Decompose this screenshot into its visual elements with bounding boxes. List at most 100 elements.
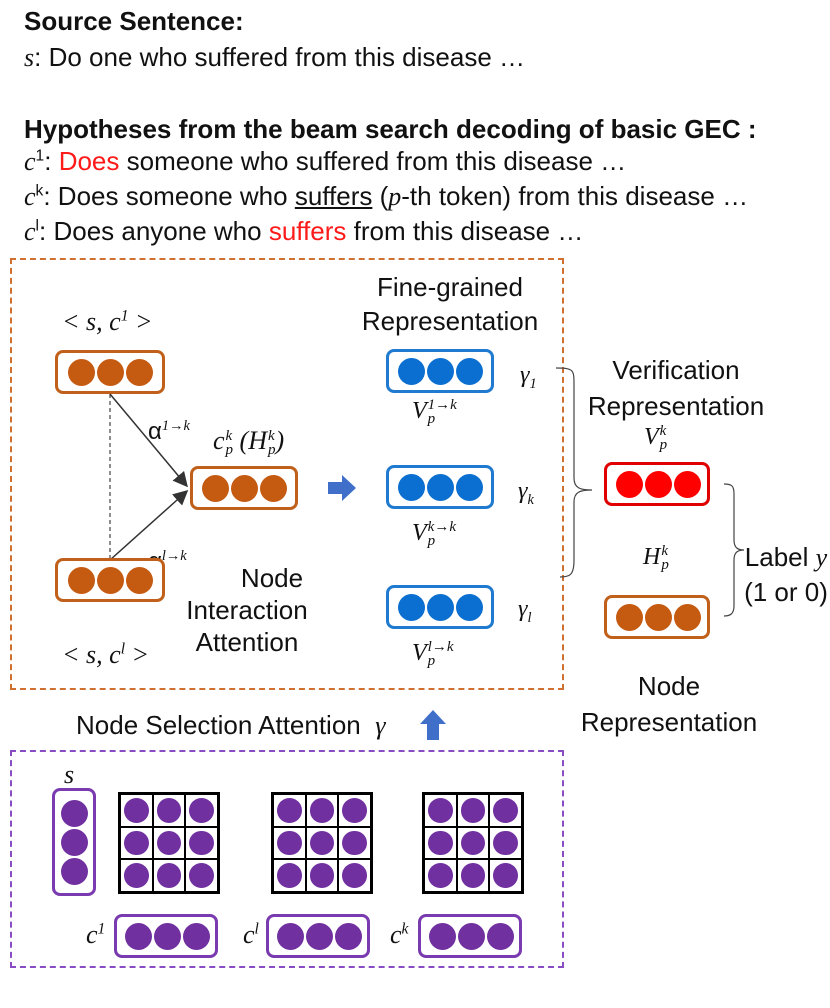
v1k-v: V <box>412 398 427 424</box>
pair-top-sup: 1 <box>120 307 129 325</box>
node-dot <box>398 358 425 385</box>
gamma-l-sub: l <box>527 609 532 626</box>
node-dot <box>68 567 95 594</box>
node-dot <box>97 359 124 386</box>
attention-arrow-top <box>109 393 188 488</box>
cl-label: cl <box>243 920 259 950</box>
fine-grained-line-1: Fine-grained <box>377 272 523 302</box>
ck-paren-rest: -th token) from this disease … <box>401 181 749 211</box>
node-interaction-region <box>10 258 564 690</box>
node-dot <box>458 923 485 950</box>
node-v1k <box>386 349 494 393</box>
label-brace <box>723 483 745 617</box>
node-dot <box>487 923 514 950</box>
node-dot <box>183 923 210 950</box>
node-dot <box>335 923 362 950</box>
vkk-sub: p <box>427 533 436 550</box>
node-target-ck <box>190 466 298 510</box>
target-h: H <box>248 426 267 455</box>
node-dot <box>674 604 701 631</box>
alpha-bottom-sup: l→k <box>161 548 187 564</box>
node-dot <box>427 594 454 621</box>
node-dot <box>456 358 483 385</box>
pair-top-text: < s, c <box>62 307 121 336</box>
node-dot <box>616 471 643 498</box>
cl-label-sup: l <box>254 920 259 938</box>
target-h-sup: k <box>268 428 275 445</box>
cl-rest: from this disease … <box>346 216 584 246</box>
alpha-top-symbol: α <box>148 418 162 445</box>
node-dot <box>260 475 287 502</box>
target-c-sup: k <box>225 428 233 445</box>
verif-v: V <box>644 424 659 450</box>
node-selection-label: Node Selection Attention γ <box>76 710 385 741</box>
node-dot <box>427 474 454 501</box>
node-dot <box>68 359 95 386</box>
node-dot <box>645 471 672 498</box>
pair-bottom-close: > <box>125 640 150 669</box>
nia-line-1: Node <box>240 563 304 593</box>
target-c: c <box>213 426 225 455</box>
node-c1-purple <box>114 914 218 958</box>
h-letter: H <box>643 544 661 570</box>
ck-p-var: p <box>388 182 402 211</box>
node-dot <box>429 923 456 950</box>
target-c-sub: p <box>225 442 234 459</box>
node-rep-line-2: Representation <box>580 707 758 737</box>
ck-sup: k <box>35 182 44 200</box>
source-text: : Do one who suffered from this disease … <box>34 42 526 72</box>
c1-sup: 1 <box>35 147 45 165</box>
vlk-sub: p <box>427 653 436 670</box>
gamma-k: γk <box>518 478 534 508</box>
node-dot <box>126 359 153 386</box>
pair-bottom-label: < s, cl > <box>62 640 149 670</box>
block-arrow-right <box>328 475 356 501</box>
verification-label: Verification Representation <box>576 352 776 424</box>
node-cl <box>55 558 165 602</box>
node-selection-text: Node Selection Attention <box>76 710 361 740</box>
node-dot <box>231 475 258 502</box>
node-ck-purple <box>418 914 522 958</box>
verif-sub: p <box>659 437 668 454</box>
node-interaction-attention-label: Node Interaction Attention <box>177 562 317 658</box>
node-dot <box>97 567 124 594</box>
ck-label: ck <box>390 920 408 950</box>
gamma-k-symbol: γ <box>518 478 528 504</box>
node-dot <box>674 471 701 498</box>
vlk-v: V <box>412 640 427 666</box>
source-var: s <box>24 43 35 72</box>
label-var: y <box>815 543 828 572</box>
attention-grid-ck <box>422 792 524 894</box>
v1k-sup: 1→k <box>427 397 457 414</box>
c1-label: c1 <box>86 920 105 950</box>
pair-top-label: < s, c1 > <box>62 307 153 337</box>
gamma-k-sub: k <box>527 491 534 508</box>
ck-letter: c <box>390 920 402 949</box>
node-verification <box>604 462 710 506</box>
pair-bottom-sup: l <box>120 640 126 658</box>
ck-paren-open: ( <box>372 181 389 211</box>
vkk-v: V <box>412 520 427 546</box>
node-dot <box>398 474 425 501</box>
c1-label-sup: 1 <box>97 920 106 938</box>
node-dot <box>61 829 88 856</box>
node-dot <box>398 594 425 621</box>
gamma-1-symbol: γ <box>520 362 530 388</box>
source-sentence: s: Do one who suffered from this disease… <box>24 42 525 73</box>
gamma-l: γl <box>518 596 532 626</box>
nia-line-2: Interaction <box>186 595 308 625</box>
c1-var: c <box>24 147 36 176</box>
ck-var: c <box>24 182 36 211</box>
v1k-sub: p <box>427 411 436 428</box>
hypotheses-heading: Hypotheses from the beam search decoding… <box>24 114 757 144</box>
label-line-1: Label y <box>742 540 830 575</box>
ck-pre: : Does someone who <box>43 181 295 211</box>
node-c1 <box>55 350 165 394</box>
pair-top-close: > <box>128 307 153 336</box>
target-h-sub: p <box>268 442 276 459</box>
node-dot <box>456 474 483 501</box>
c1-rest: someone who suffered from this disease … <box>119 146 627 176</box>
